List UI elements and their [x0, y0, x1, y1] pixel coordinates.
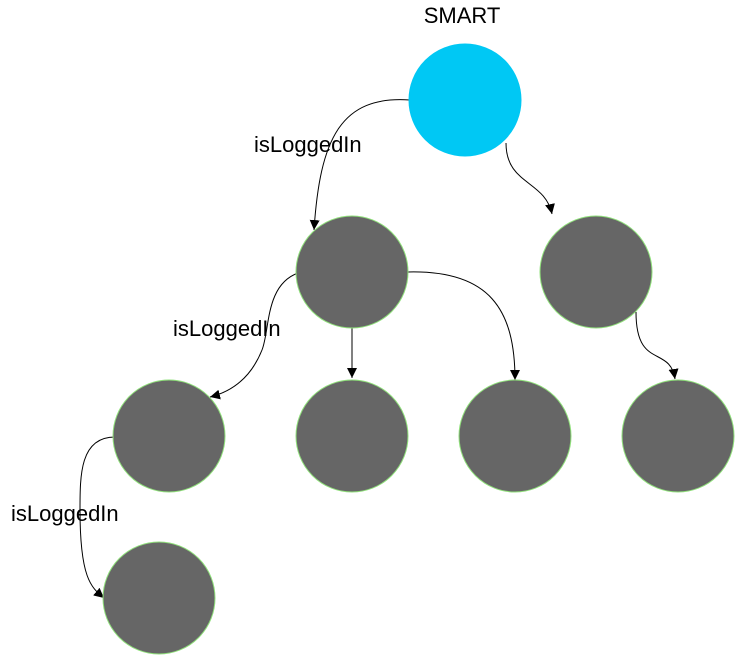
child-node-1 [295, 215, 409, 329]
grandchild-node-4 [621, 379, 735, 493]
edge-child1-to-grandchild3 [407, 271, 520, 381]
edge-child2-to-grandchild4 [635, 311, 679, 380]
edge-root-to-child1 [309, 99, 411, 231]
child-node-2 [539, 215, 653, 329]
grandchild-node-2 [295, 379, 409, 493]
edge-root-to-child2 [505, 142, 555, 215]
grandchild-node-1 [112, 379, 226, 493]
edge-label-grandchild1-to-leaf: isLoggedIn [11, 501, 119, 526]
grandchild-node-3 [458, 379, 572, 493]
edge-label-root-to-child1: isLoggedIn [254, 132, 362, 157]
root-node-label: SMART [424, 3, 501, 28]
edge-child1-to-grandchild1 [209, 272, 299, 400]
edge-grandchild1-to-leaf [79, 436, 116, 599]
leaf-node [102, 541, 216, 655]
edge-label-child1-to-grandchild1: isLoggedIn [173, 316, 281, 341]
root-node [408, 43, 522, 157]
